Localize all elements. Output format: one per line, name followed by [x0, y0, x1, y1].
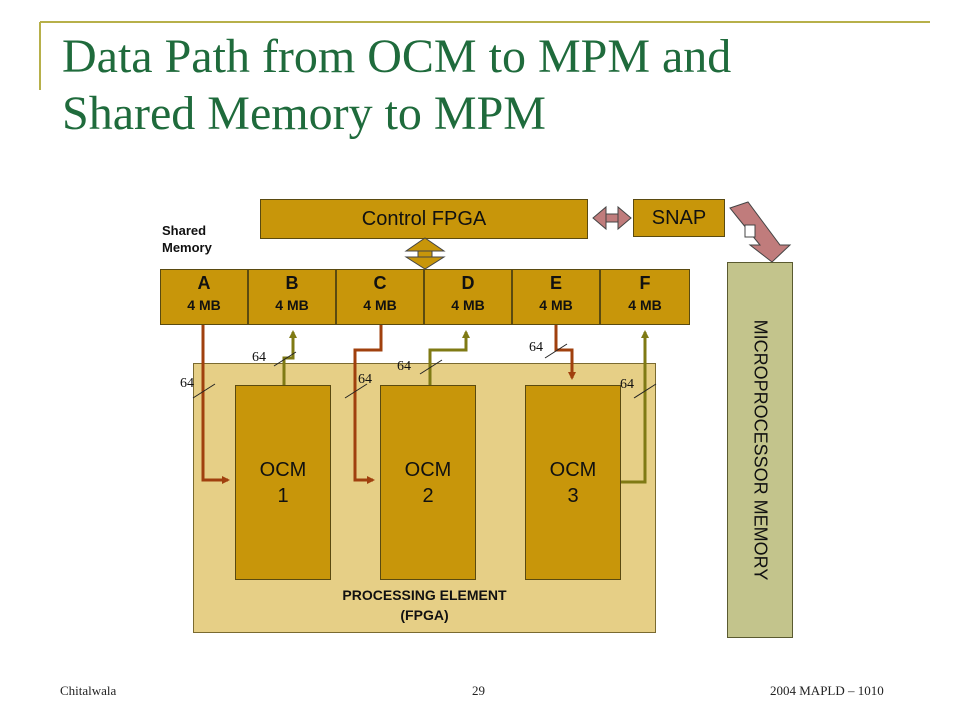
ocm-2-label: OCM	[404, 458, 452, 481]
bus-width-label-3: 64	[358, 372, 372, 387]
shared-memory-line-2: Memory	[162, 240, 212, 255]
microprocessor-memory	[727, 262, 793, 638]
bank-letter: B	[285, 273, 299, 293]
ocm-3-label: OCM	[549, 458, 597, 481]
bank-size: 4 MB	[363, 297, 397, 313]
footer-event: 2004 MAPLD – 1010	[770, 683, 884, 698]
processing-element-label: PROCESSING ELEMENT (FPGA)	[193, 585, 656, 625]
snap-to-mpm-arrow	[729, 201, 792, 263]
snap-box: SNAP	[633, 199, 725, 237]
processing-element-line-2: (FPGA)	[400, 607, 449, 623]
processing-element-line-1: PROCESSING ELEMENT	[342, 587, 507, 603]
footer-page-number: 29	[472, 683, 485, 698]
control-fpga: Control FPGA	[260, 199, 588, 239]
memory-bank-b: B 4 MB	[248, 269, 336, 325]
bank-size: 4 MB	[275, 297, 309, 313]
memory-bank-c: C 4 MB	[336, 269, 424, 325]
title-line-1: Data Path from OCM to MPM and	[62, 30, 732, 83]
ocm-2-number: 2	[422, 484, 434, 507]
ocm-1-label: OCM	[259, 458, 307, 481]
microprocessor-memory-label: MICROPROCESSOR MEMORY	[750, 319, 771, 581]
ocm-2: OCM 2	[380, 385, 476, 580]
bank-size: 4 MB	[187, 297, 221, 313]
memory-bank-f: F 4 MB	[600, 269, 690, 325]
ocm-1-number: 1	[277, 484, 289, 507]
bank-letter: F	[639, 273, 651, 293]
bank-size: 4 MB	[451, 297, 485, 313]
shared-memory-line-1: Shared	[162, 223, 207, 238]
bank-letter: D	[461, 273, 475, 293]
ocm-3: OCM 3	[525, 385, 621, 580]
memory-bank-d: D 4 MB	[424, 269, 512, 325]
bank-size: 4 MB	[539, 297, 573, 313]
control-snap-double-arrow	[592, 205, 632, 231]
ocm-3-number: 3	[567, 484, 579, 507]
snap-label: SNAP	[651, 206, 707, 229]
bus-width-label-1: 64	[180, 376, 194, 391]
title-line-2: Shared Memory to MPM	[62, 87, 546, 140]
shared-memory-label: Shared Memory	[162, 222, 212, 256]
title-decoration	[39, 21, 930, 90]
bank-letter: A	[197, 273, 211, 293]
bank-letter: C	[373, 273, 387, 293]
bus-width-label-6: 64	[620, 377, 634, 392]
memory-bank-e: E 4 MB	[512, 269, 600, 325]
bus-width-label-4: 64	[397, 359, 411, 374]
bank-size: 4 MB	[628, 297, 662, 313]
bus-width-label-2: 64	[252, 350, 266, 365]
bus-slash	[544, 343, 568, 359]
footer-author: Chitalwala	[60, 683, 117, 698]
bank-letter: E	[549, 273, 562, 293]
control-fpga-label: Control FPGA	[361, 207, 487, 230]
slide-title: Data Path from OCM to MPM and Shared Mem…	[62, 28, 922, 142]
bus-width-label-5: 64	[529, 340, 543, 355]
control-memory-double-arrow	[404, 237, 446, 270]
ocm-1: OCM 1	[235, 385, 331, 580]
memory-bank-a: A 4 MB	[160, 269, 248, 325]
